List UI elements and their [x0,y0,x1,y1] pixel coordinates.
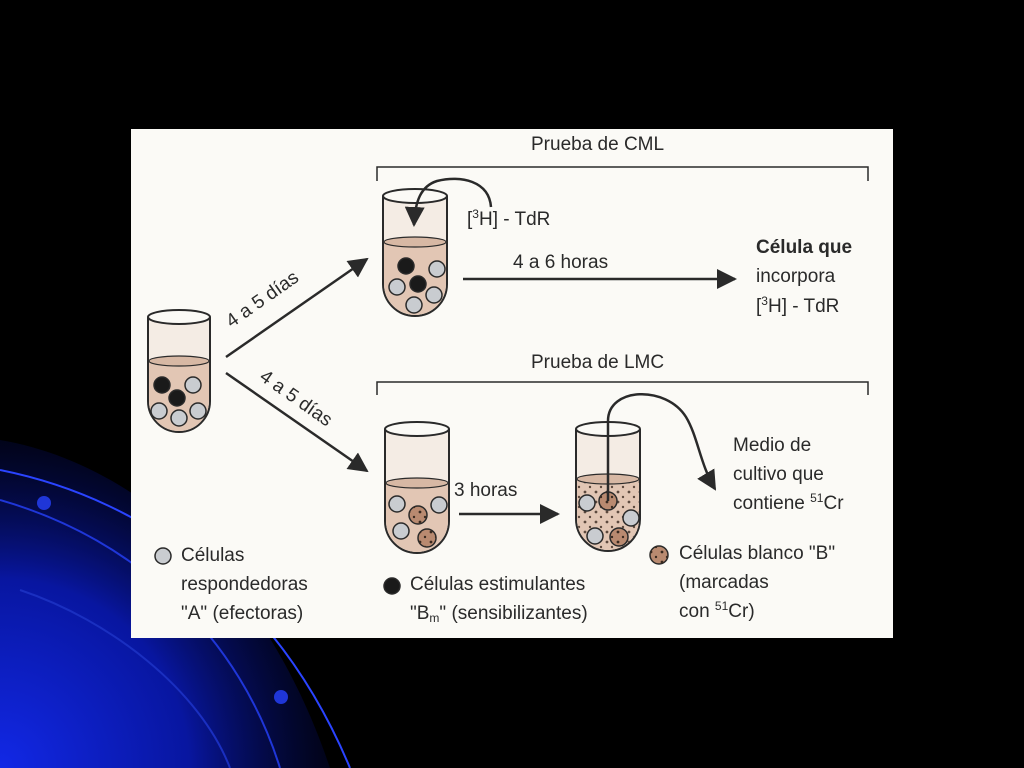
lmc-culture-tube [384,421,450,554]
supernatant-withdrawal-arrow [606,393,717,501]
cml-duration-label: 4 a 6 horas [513,252,609,273]
legend-target-line2: (marcadas [679,572,769,593]
blue-dot [274,690,288,704]
legend-stimulant-line2: "Bm" (sensibilizantes) [410,603,588,625]
legend-stimulant-symbol [383,577,401,595]
legend-responder-symbol [154,547,172,565]
arrow-to-lmc [225,371,369,473]
diagram-drawing [147,166,869,595]
cml-result-line3: [3H] - TdR [756,294,840,317]
arrow-to-cml [225,257,369,359]
cml-result-line1: Célula que [756,237,853,258]
blue-dot [37,496,51,510]
legend-responder-line1: Células [181,545,245,566]
cml-bracket [376,166,869,181]
lmc-result-line1: Medio de [733,435,812,456]
lmc-title: Prueba de LMC [531,352,665,373]
cml-result-line2: incorpora [756,266,836,287]
initial-culture-tube [147,309,211,433]
legend-stimulant-line1: Células estimulantes [410,574,586,595]
legend-target-line1: Células blanco "B" [679,543,836,564]
blue-curve-line [19,589,231,768]
cml-culture-tube [382,188,448,317]
lmc-result-line3: contiene 51Cr [733,491,844,514]
lmc-duration-label: 3 horas [454,480,518,501]
legend-responder-line2: respondedoras [181,574,308,595]
tracer-addition-arrow [404,177,493,227]
legend-responder-line3: "A" (efectoras) [181,603,304,624]
figure-panel: Prueba de CML Prueba de LMC 4 a 5 días 4… [131,129,893,638]
lmc-bracket [376,381,869,395]
cml-title: Prueba de CML [531,134,665,155]
lmc-result-line2: cultivo que [733,464,824,485]
legend-target-line3: con 51Cr) [679,599,755,622]
tracer-label: [3H] - TdR [467,207,551,230]
